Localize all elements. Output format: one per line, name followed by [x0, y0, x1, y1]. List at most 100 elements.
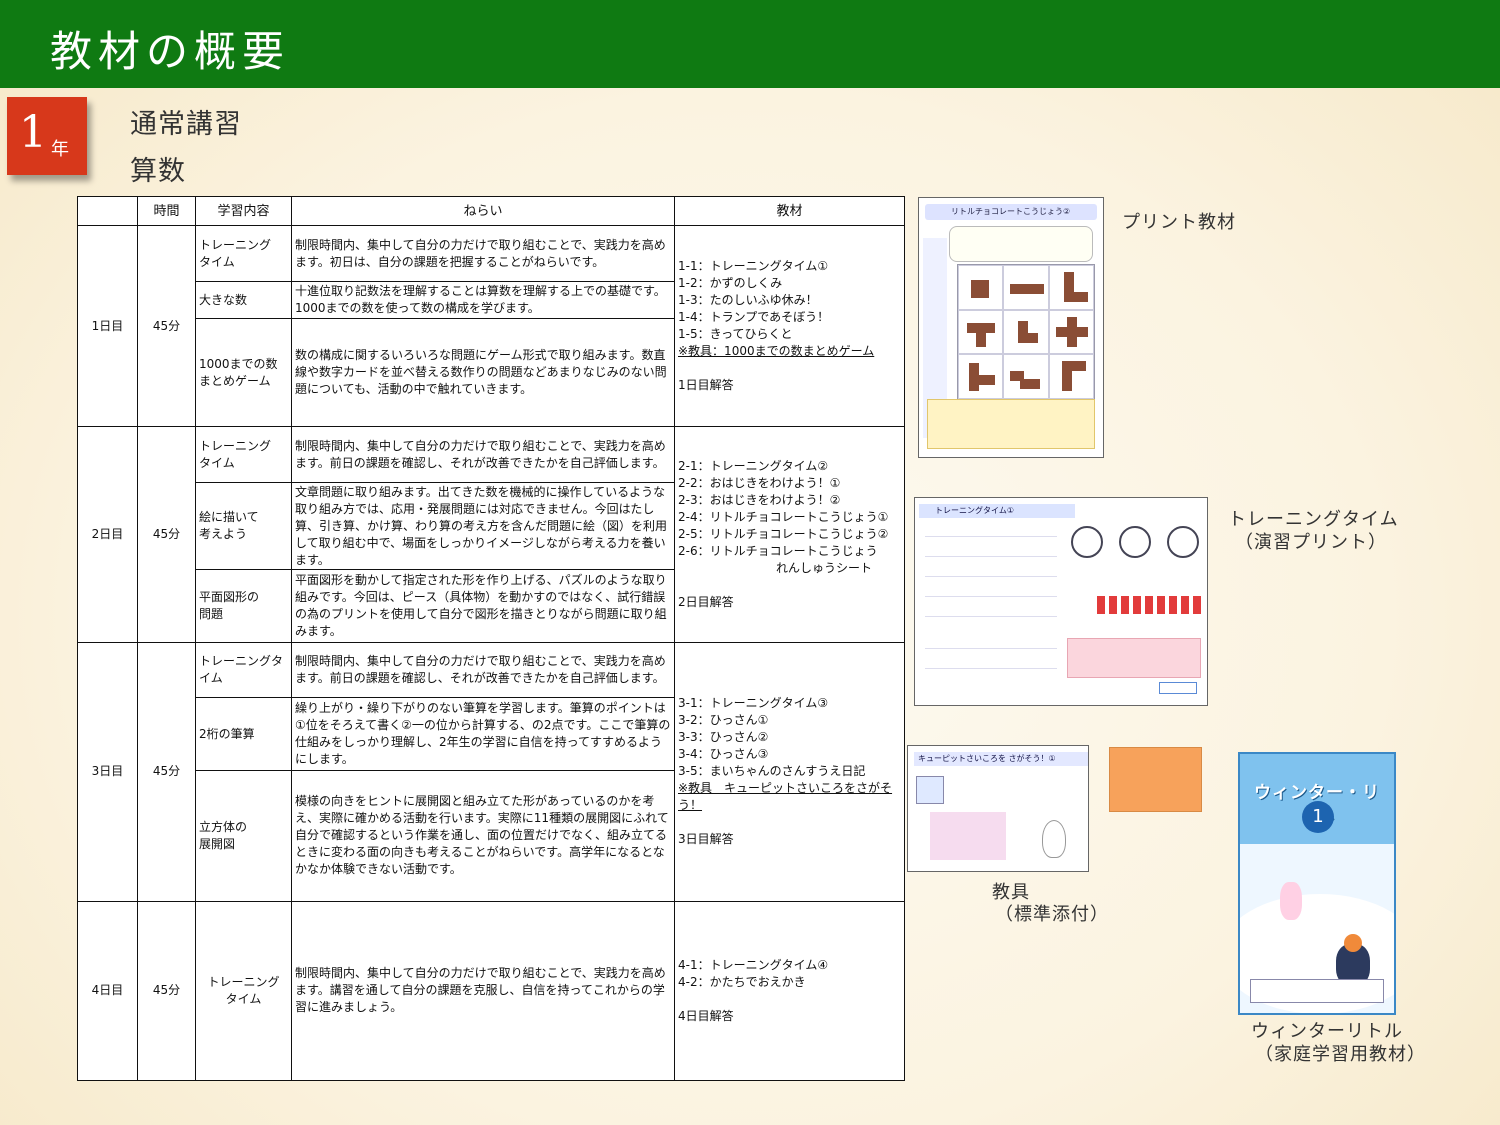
material-item: 3-5：まいちゃんのさんすうえ日記: [678, 764, 866, 779]
chocolate-piece: [1063, 272, 1074, 302]
chocolate-piece: [976, 332, 986, 347]
chocolate-piece: [971, 280, 989, 298]
material-item: 2-2：おはじきをわけよう！①: [678, 476, 841, 491]
aim-cell: 制限時間内、集中して自分の力だけで取り組むことで、実践力を高めます。前日の課題を…: [291, 641, 675, 699]
table-row: 4日目 45分 トレーニング タイム 制限時間内、集中して自分の力だけで取り組む…: [77, 900, 905, 1082]
cube-icon: [916, 776, 944, 804]
problem-line: [925, 648, 1057, 649]
content-text: 2桁の筆算: [199, 726, 255, 741]
print-answer-area: [927, 399, 1095, 449]
content-cell: 立方体の 展開図: [195, 769, 292, 902]
content-cell: 1000までの数 まとめゲーム: [195, 317, 292, 428]
content-text: 大きな数: [199, 292, 248, 307]
problem-line: [925, 668, 1057, 669]
grid-cell: [958, 309, 1004, 355]
skier-rabbit-icon: [1280, 882, 1302, 920]
header-cell-materials: 教材: [674, 196, 905, 226]
problem-line: [925, 576, 1057, 577]
table-row: 平面図形の 問題 平面図形を動かして指定された形を作り上げる、パズルのような取り…: [78, 569, 905, 643]
material-item: 2-3：おはじきをわけよう！②: [678, 493, 841, 508]
material-item: 4-2：かたちでおえかき: [678, 974, 806, 989]
content-text: トレーニング タイム: [199, 237, 272, 269]
header-cell-content: 学習内容: [195, 196, 292, 226]
day-cell: 2日目: [77, 426, 138, 643]
materials-cell: 3-1：トレーニングタイム③ 3-2：ひっさん① 3-3：ひっさん② 3-4：ひ…: [674, 641, 905, 902]
material-item-continued: れんしゅうシート: [776, 561, 873, 576]
material-item: 1-1：トレーニングタイム①: [678, 259, 829, 274]
table-row: 立方体の 展開図 模様の向きをヒントに展開図と組み立てた形があっているのかを考え…: [78, 769, 905, 902]
tool-caption-line2: （標準添付）: [995, 904, 1109, 925]
spacer: [678, 814, 901, 831]
content-cell: 2桁の筆算: [195, 697, 292, 771]
problem-line: [925, 616, 1057, 617]
chocolate-piece: [1061, 361, 1072, 392]
aim-cell: 制限時間内、集中して自分の力だけで取り組むことで、実践力を高めます。講習を通して…: [291, 900, 675, 1082]
problem-line: [925, 536, 1057, 537]
content-cell: 大きな数: [195, 281, 292, 319]
content-text: トレーニング タイム: [207, 974, 280, 1006]
book-grade-badge: 1: [1302, 801, 1334, 833]
tool-caption-line1: 教具: [992, 882, 1030, 903]
day-cell: 3日目: [77, 641, 138, 902]
content-cell: 平面図形の 問題: [195, 569, 292, 643]
aim-cell: 繰り上がり・繰り下がりのない筆算を学習します。筆算のポイントは①位をそろえて書く…: [291, 697, 675, 771]
material-note: ※教具：1000までの数まとめゲーム: [678, 344, 875, 359]
content-text: トレーニングタ イム: [199, 654, 284, 686]
subject-title: 算数: [130, 156, 186, 187]
page-title: 教材の概要: [50, 27, 291, 76]
materials-cell: 2-1：トレーニングタイム② 2-2：おはじきをわけよう！① 2-3：おはじきを…: [674, 426, 905, 643]
spacer: [678, 577, 901, 594]
grid-cell: [958, 354, 1004, 399]
material-item: 3-2：ひっさん①: [678, 713, 769, 728]
training-caption-line1: トレーニングタイム: [1228, 509, 1399, 530]
grid-cell: [1003, 265, 1049, 310]
material-item: 3-3：ひっさん②: [678, 730, 769, 745]
material-item: 2-4：リトルチョコレートこうじょう①: [678, 510, 889, 525]
materials-cell: 4-1：トレーニングタイム④ 4-2：かたちでおえかき 4日目解答: [674, 900, 905, 1082]
cube-net: [930, 812, 1006, 860]
table-row: 1000までの数 まとめゲーム 数の構成に関するいろいろな問題にゲーム形式で取り…: [78, 317, 905, 428]
material-item: 2-6：リトルチョコレートこうじょう: [678, 544, 878, 559]
table-header-row: 時間 学習内容 ねらい 教材: [77, 196, 905, 226]
grid-cell: [1003, 354, 1049, 399]
aim-cell: 制限時間内、集中して自分の力だけで取り組むことで、実践力を高めます。初日は、自分…: [291, 224, 675, 283]
content-text: 立方体の 展開図: [199, 819, 248, 851]
aim-cell: 平面図形を動かして指定された形を作り上げる、パズルのような取り組みです。今回は、…: [291, 569, 675, 643]
chocolate-piece: [1063, 292, 1088, 302]
spacer: [678, 360, 901, 377]
content-text: 1000までの数 まとめゲーム: [199, 356, 278, 388]
training-caption-line2: （演習プリント）: [1235, 532, 1387, 553]
grid-cell: [1003, 309, 1049, 355]
content-cell: トレーニング タイム: [195, 224, 292, 283]
time-cell: 45分: [137, 641, 196, 902]
material-item: 2-5：リトルチョコレートこうじょう②: [678, 527, 889, 542]
grade-number: 1: [19, 107, 47, 158]
material-item: 4-1：トレーニングタイム④: [678, 957, 829, 972]
table-row: 3日目 45分 トレーニングタ イム 制限時間内、集中して自分の力だけで取り組む…: [77, 641, 905, 902]
score-box: [1159, 682, 1197, 694]
orange-card-thumbnail: [1109, 747, 1202, 812]
training-pink-box: [1067, 638, 1201, 678]
chocolate-grid: [957, 264, 1095, 400]
spacer: [678, 991, 901, 1008]
day-cell: 1日目: [77, 224, 138, 428]
table-row: 1日目 45分 トレーニング タイム 制限時間内、集中して自分の力だけで取り組む…: [77, 224, 905, 428]
content-text: トレーニング タイム: [199, 438, 272, 470]
chocolate-piece: [969, 375, 995, 386]
print-material-thumbnail: リトルチョコレートこうじょう②: [918, 197, 1104, 458]
clock-icon: [1167, 526, 1199, 558]
header-bar: 教材の概要: [0, 0, 1500, 88]
chocolate-piece: [967, 322, 995, 333]
material-item: 2-1：トレーニングタイム②: [678, 459, 829, 474]
day-cell: 4日目: [77, 900, 138, 1082]
course-type: 通常講習: [130, 109, 242, 140]
print-header: リトルチョコレートこうじょう②: [925, 204, 1097, 220]
material-item: 3-1：トレーニングタイム③: [678, 696, 829, 711]
material-note: ※教具 キューピットさいころをさがそう！: [678, 781, 893, 813]
book-name-field: [1250, 979, 1384, 1003]
print-instructions-bubble: [949, 226, 1093, 262]
chocolate-piece: [1055, 326, 1088, 337]
content-cell: トレーニングタ イム: [195, 641, 292, 699]
grade-suffix: 年: [51, 139, 69, 160]
table-row: 絵に描いて 考えよう 文章問題に取り組みます。出てきた数を機械的に操作しているよ…: [78, 481, 905, 571]
